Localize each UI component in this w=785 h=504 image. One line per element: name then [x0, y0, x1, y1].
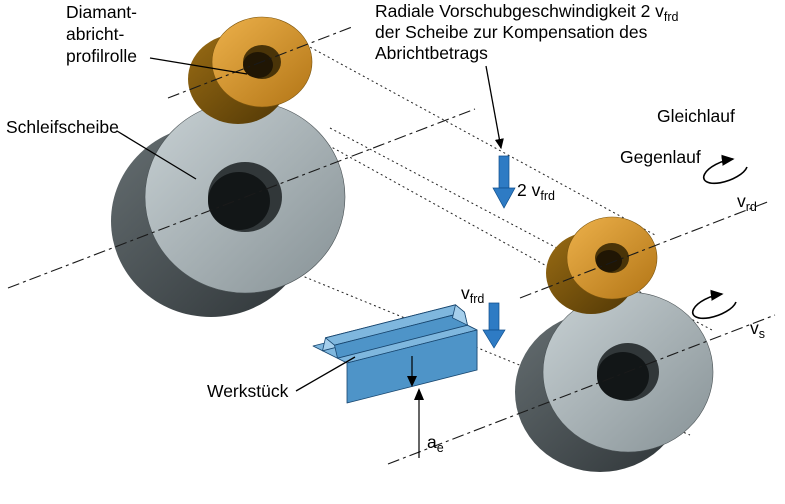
label-radial-feed-line3: Abrichtbetrags [375, 43, 488, 63]
dressing-roller-right [546, 216, 658, 314]
feed-arrow-vfrd-head [482, 329, 506, 349]
label-gegenlauf: Gegenlauf [620, 147, 701, 167]
pointer-workpiece [295, 356, 356, 392]
grinding-wheel-large [111, 100, 346, 317]
label-gleichlauf: Gleichlauf [657, 106, 735, 126]
feed-arrow-2vfrd-shaft [498, 155, 510, 189]
ae-arrow-down-head [407, 376, 417, 387]
axis-lines [7, 26, 776, 465]
label-vfrd-sub: frd [470, 292, 485, 306]
grinding-wheel-large-bore-inner [208, 172, 270, 230]
label-dresser-line2: abricht- [66, 24, 125, 44]
label-radial-feed-line1: Radiale Vorschubgeschwindigkeit 2 vfrd [375, 1, 679, 24]
label-vrd-sub: rd [746, 200, 757, 214]
axis-dressing-roller-right [519, 200, 771, 299]
label-ae: ae [427, 432, 444, 455]
label-radial-feed-line2: der Scheibe zur Kompensation des [375, 22, 648, 42]
pointer-dressing-roller [149, 57, 248, 75]
label-ae-main: a [427, 432, 437, 452]
dressing-roller-top [188, 16, 313, 124]
label-vs-sub: s [759, 327, 765, 341]
rotation-arrow-vrd [702, 154, 748, 185]
label-radial-feed-line1-main: Radiale Vorschubgeschwindigkeit 2 v [375, 1, 664, 21]
label-2vfrd-main: 2 v [517, 180, 541, 200]
label-workpiece: Werkstück [207, 381, 289, 401]
label-vrd-main: v [737, 191, 746, 211]
label-vrd: vrd [737, 191, 757, 214]
pointer-lines [116, 57, 504, 392]
dressing-roller-top-bore-inner [243, 52, 273, 78]
ae-arrow-up-head [414, 388, 424, 400]
feed-arrow-vfrd-shaft [488, 302, 500, 331]
dressing-roller-right-bore-inner [596, 250, 622, 272]
label-2vfrd-sub: frd [540, 189, 555, 203]
grinding-wheel-right [515, 291, 714, 472]
ae-dimension [407, 356, 424, 458]
grinding-wheel-right-bore-inner [597, 352, 649, 400]
pointer-grinding-wheel [116, 130, 197, 180]
workpiece-rib-end-cap [452, 304, 468, 326]
label-vfrd-main: v [461, 283, 470, 303]
label-grinding-wheel: Schleifscheibe [6, 117, 119, 137]
label-vs-main: v [750, 318, 759, 338]
label-dresser-line1: Diamant- [66, 2, 137, 22]
label-radial-feed-line1-sub: frd [664, 10, 679, 24]
feed-arrow-2vfrd-head [492, 187, 516, 209]
feed-arrows [482, 155, 516, 349]
workpiece [312, 304, 478, 404]
label-ae-sub: e [437, 441, 444, 455]
axis-dressing-roller-top [167, 26, 353, 99]
label-vs: vs [750, 318, 765, 341]
label-vfrd: vfrd [461, 283, 484, 306]
label-dresser-line3: profilrolle [66, 46, 137, 66]
label-2vfrd: 2 vfrd [517, 180, 555, 203]
roller-path-line-lower [231, 91, 591, 291]
pointer-radial-feed-arrow [485, 65, 504, 150]
axis-grinding-wheel-right [387, 314, 776, 465]
axis-grinding-wheel-large [7, 108, 476, 289]
rotation-arrow-vs [691, 289, 737, 320]
